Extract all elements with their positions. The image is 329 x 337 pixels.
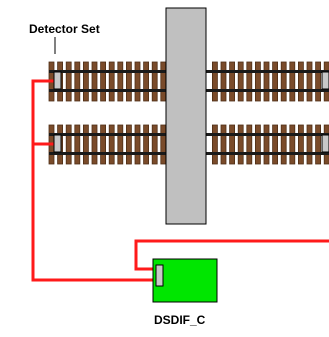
- railroad-tie: [65, 124, 72, 165]
- railroad-tie: [143, 124, 150, 165]
- railroad-tie: [315, 124, 322, 165]
- railroad-tie: [254, 61, 261, 102]
- railroad-tie: [263, 124, 270, 165]
- wiring: [31, 79, 329, 282]
- detector-set-label: Detector Set: [29, 22, 100, 36]
- railroad-tie: [289, 61, 296, 102]
- railroad-tie: [237, 61, 244, 102]
- detector-icon[interactable]: [321, 71, 329, 90]
- railroad-tie: [74, 61, 81, 102]
- device-port-icon: [155, 264, 164, 287]
- railroad-tie: [246, 124, 253, 165]
- device-body: [152, 258, 218, 303]
- railroad-tie: [151, 61, 158, 102]
- railroad-tie: [272, 61, 279, 102]
- railroad-tie: [74, 124, 81, 165]
- railroad-tie: [160, 124, 167, 165]
- railroad-tie: [220, 61, 227, 102]
- railroad-tie: [315, 61, 322, 102]
- railroad-tie: [126, 124, 132, 165]
- railroad-tie: [83, 61, 89, 102]
- dsdif-device-icon[interactable]: [152, 258, 218, 303]
- track-1-ties: [48, 61, 329, 102]
- railroad-tie: [91, 61, 98, 102]
- railroad-tie: [151, 124, 158, 165]
- railroad-tie: [272, 124, 279, 165]
- railroad-tie: [237, 124, 244, 165]
- railroad-tie: [306, 61, 313, 102]
- railroad-tie: [246, 61, 253, 102]
- railroad-tie: [229, 61, 236, 102]
- railroad-tie: [220, 124, 227, 165]
- wire-detector-set-to-device: [31, 79, 156, 282]
- railroad-tie: [83, 124, 89, 165]
- railroad-tie: [134, 124, 141, 165]
- railroad-tie: [297, 124, 304, 165]
- railroad-tie: [143, 61, 150, 102]
- railroad-tie: [280, 124, 287, 165]
- railroad-tie: [211, 124, 218, 165]
- wire-device-to-right: [134, 239, 329, 271]
- railroad-tie: [134, 61, 141, 102]
- railroad-tie: [108, 61, 115, 102]
- railroad-tie: [229, 124, 236, 165]
- railroad-tie: [100, 124, 106, 165]
- railroad-tie: [160, 61, 167, 102]
- railroad-tie: [297, 61, 304, 102]
- railroad-tie: [65, 61, 72, 102]
- railroad-tie: [108, 124, 115, 165]
- detector-icon[interactable]: [321, 134, 329, 153]
- railroad-tie: [211, 61, 218, 102]
- railroad-tie: [306, 124, 313, 165]
- railroad-tie: [100, 61, 106, 102]
- detector-icon[interactable]: [53, 71, 62, 90]
- railroad-tie: [280, 61, 287, 102]
- railroad-tie: [91, 124, 98, 165]
- railroad-tie: [126, 61, 132, 102]
- railroad-tie: [289, 124, 296, 165]
- crossing-block-icon: [165, 7, 207, 225]
- railroad-tie: [117, 124, 124, 165]
- railroad-tie: [263, 61, 270, 102]
- detector-icon[interactable]: [53, 134, 62, 153]
- railroad-tie: [117, 61, 124, 102]
- railroad-tie: [254, 124, 261, 165]
- device-label: DSDIF_C: [154, 313, 206, 327]
